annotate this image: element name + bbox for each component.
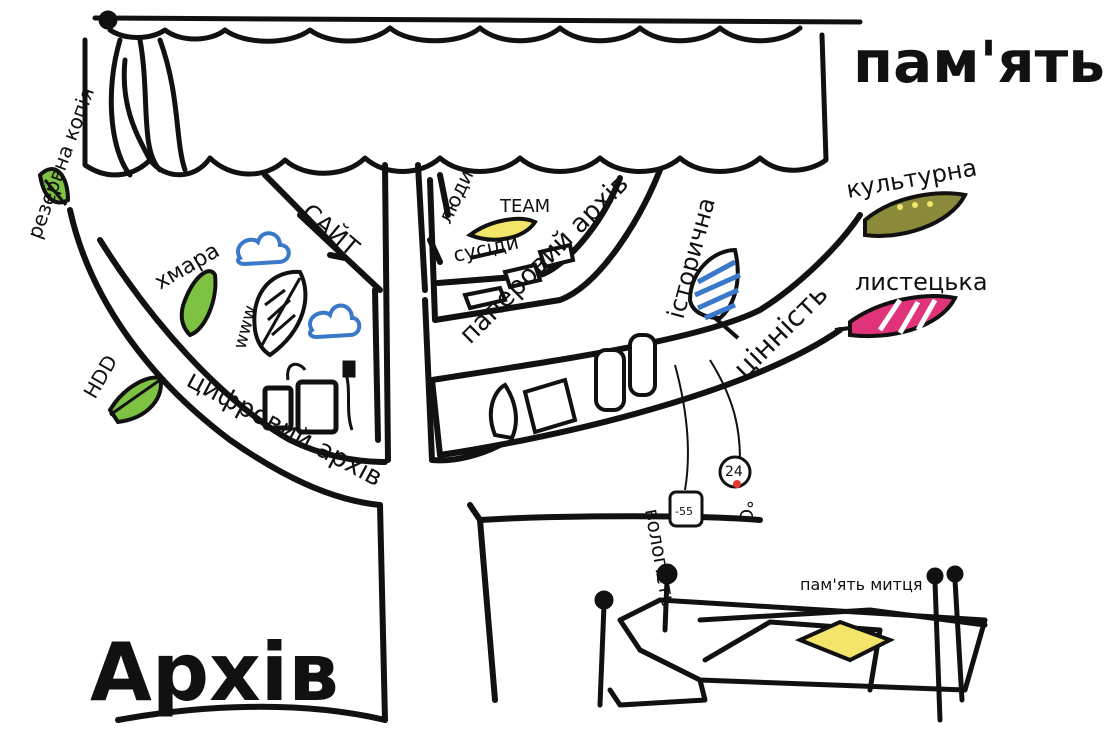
label-team: TEAM bbox=[499, 196, 550, 217]
label-temperature-unit: °C bbox=[735, 500, 756, 522]
label-humidity-value: -55 bbox=[675, 505, 693, 518]
cloud-icon bbox=[238, 233, 289, 264]
cloud-icon-2 bbox=[310, 305, 359, 337]
label-hdd: HDD bbox=[79, 351, 123, 403]
label-artistic: листецька bbox=[855, 268, 988, 296]
title-archive: Архів bbox=[90, 626, 339, 719]
museum-objects bbox=[491, 335, 655, 438]
curtain bbox=[85, 13, 860, 175]
label-neighbors: сусіди bbox=[451, 230, 521, 267]
leaf-www bbox=[254, 272, 305, 355]
label-artist-memory: пам'ять митця bbox=[800, 575, 923, 594]
label-temperature-value: 24 bbox=[725, 464, 743, 480]
leaf-cultural bbox=[865, 193, 965, 236]
leaf-artistic bbox=[835, 296, 955, 336]
title-memory: пам'ять bbox=[853, 28, 1105, 96]
label-backup-copy: резервна копія bbox=[22, 84, 99, 242]
leaf-hdd bbox=[110, 377, 161, 422]
